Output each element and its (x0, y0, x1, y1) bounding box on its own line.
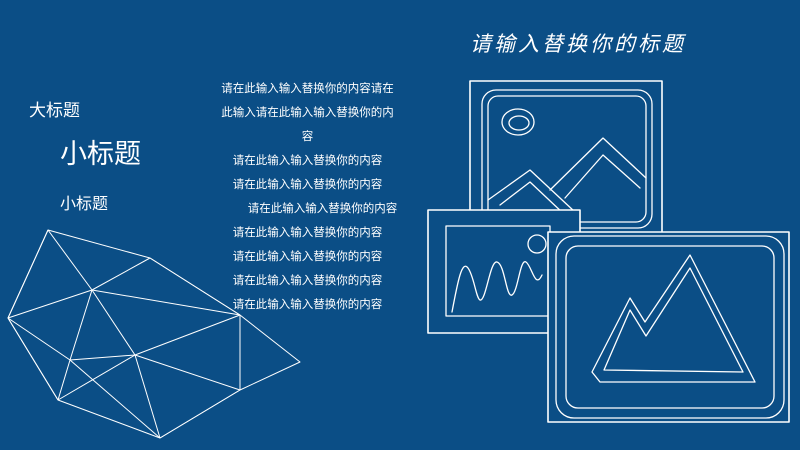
body-line: 请在此输入输入替换你的内容 (247, 201, 398, 215)
body-line: 此输入请在此输入输入替换你的内 (221, 105, 394, 119)
body-line: 请在此输入输入替换你的内容 (232, 297, 383, 311)
body-line: 请在此输入输入替换你的内容 (232, 177, 383, 191)
heading-large: 大标题 (29, 101, 80, 121)
body-line: 容 (301, 129, 314, 143)
body-line: 请在此输入输入替换你的内容请在 (221, 81, 394, 95)
body-text: 请在此输入输入替换你的内容请在 此输入请在此输入输入替换你的内 容 请在此输入输… (195, 76, 420, 316)
body-line: 请在此输入输入替换你的内容 (232, 153, 383, 167)
body-line: 请在此输入输入替换你的内容 (232, 225, 383, 239)
page-title: 请输入替换你的标题 (470, 32, 686, 56)
heading-small-primary: 小标题 (60, 139, 141, 170)
body-line: 请在此输入输入替换你的内容 (232, 249, 383, 263)
heading-small-secondary: 小标题 (60, 194, 109, 213)
body-line: 请在此输入输入替换你的内容 (232, 273, 383, 287)
